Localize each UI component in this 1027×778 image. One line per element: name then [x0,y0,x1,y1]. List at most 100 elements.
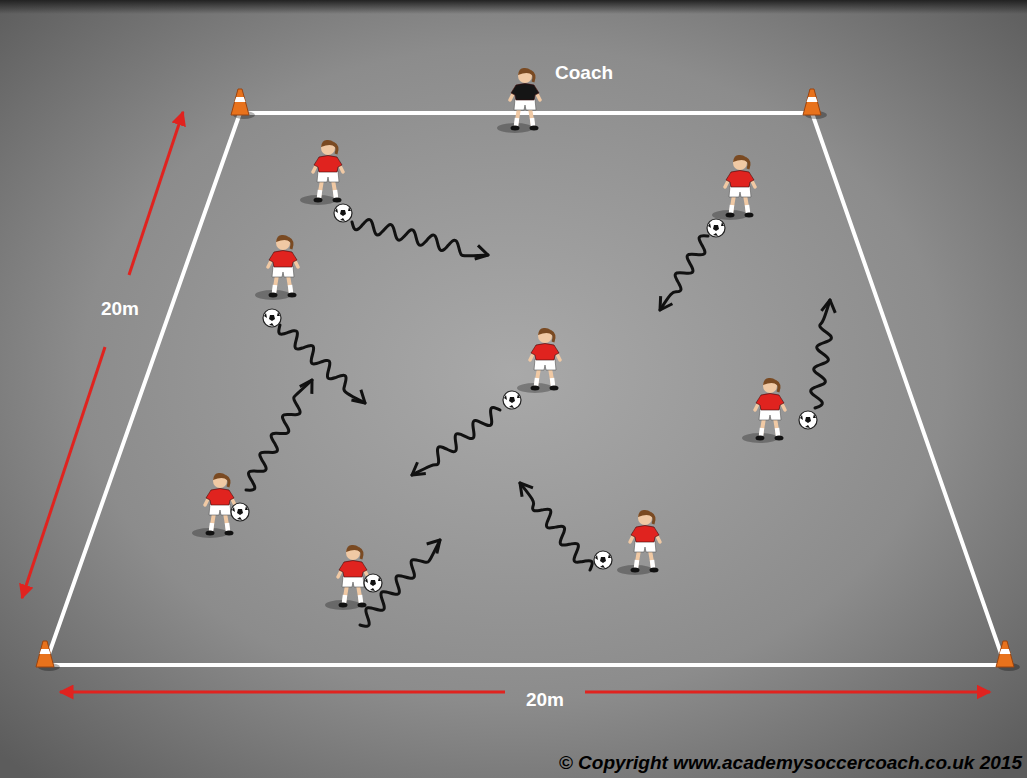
ball-patch [269,315,275,321]
player-figure [712,155,755,220]
player-sock [652,560,653,568]
player-ponytail [650,513,654,524]
player-sock [536,378,537,386]
ball-body [594,551,612,569]
dimension-line [585,691,990,694]
dimension-label: 20m [526,689,564,711]
player-boot [511,126,520,131]
football [263,309,281,327]
player-figure [300,140,343,205]
player-leg [745,195,748,213]
player-boot [726,213,735,218]
player-ponytail [358,548,362,559]
ball-patch [504,394,520,408]
football [231,503,249,521]
player-sock [731,205,732,213]
player-leg [516,108,519,126]
player-sock [636,560,637,568]
player-sock [360,595,361,603]
player-shirt [531,344,559,361]
player-figure [742,378,785,443]
player-shorts [514,99,536,110]
ball-patch [340,210,346,216]
football [364,574,382,592]
arrow-head [412,462,426,475]
player-ponytail [530,71,534,82]
player-sock [761,428,762,436]
dribble-path [660,236,708,310]
player-shirt [756,394,784,411]
arrow-head [520,483,533,497]
player-boot [288,293,297,298]
player-sock [516,118,517,126]
dribble-path [352,219,488,255]
cone [231,89,255,119]
cone-body [803,89,821,115]
ball-patch [805,417,811,423]
ball-patch [237,509,243,515]
player-boot [225,531,234,536]
player-boot [775,436,784,441]
dribble-path [279,325,365,403]
player-shorts [342,576,364,587]
player-ponytail [333,143,337,154]
player-boot [530,126,539,131]
arrow-head [351,390,365,403]
player-shorts [317,171,339,182]
dimension-label: 20m [101,298,139,320]
ball-body [707,219,725,237]
player-ponytail [288,238,292,249]
player-boot [358,603,367,608]
dimension-line [129,112,183,275]
player-shirt [314,156,342,173]
football [594,551,612,569]
player-leg [550,368,553,386]
football [503,391,521,409]
dribble-path [811,300,832,408]
player-leg [650,550,653,568]
cone-body [996,641,1014,667]
player-figure [617,510,660,575]
dribble-path [520,483,592,570]
player-sock [552,378,553,386]
player-sock [227,523,228,531]
player-shorts [729,186,751,197]
player-shirt [206,489,234,506]
player-figure [255,235,298,300]
player-sock [290,285,291,293]
arrow-head [300,380,312,394]
player-shirt [726,171,754,188]
player-ponytail [225,476,229,487]
ball-body [263,309,281,327]
dimension-line [60,691,505,694]
player-ponytail [745,158,749,169]
player-leg [536,368,539,386]
copyright-watermark: © Copyright www.academysoccercoach.co.uk… [559,752,1022,774]
ball-body [364,574,382,592]
cone-band [1000,649,1011,654]
ball-patch [509,397,515,403]
player-boot [745,213,754,218]
player-boot [631,568,640,573]
dribble-path [246,380,312,490]
ball-body [231,503,249,521]
dribble-path [360,540,440,626]
player-ponytail [775,381,779,392]
coach-figure [497,68,540,133]
player-sock [211,523,212,531]
player-shorts [272,266,294,277]
top-shade [0,0,1027,14]
player-sock [777,428,778,436]
arrow-head [475,245,488,259]
ball-patch [708,222,724,236]
player-leg [775,418,778,436]
cone [803,89,827,119]
cone-band [807,97,818,102]
player-shirt [631,526,659,543]
player-figure [517,328,560,393]
ball-patch [800,414,816,428]
player-leg [636,550,639,568]
player-leg [731,195,734,213]
player-boot [333,198,342,203]
